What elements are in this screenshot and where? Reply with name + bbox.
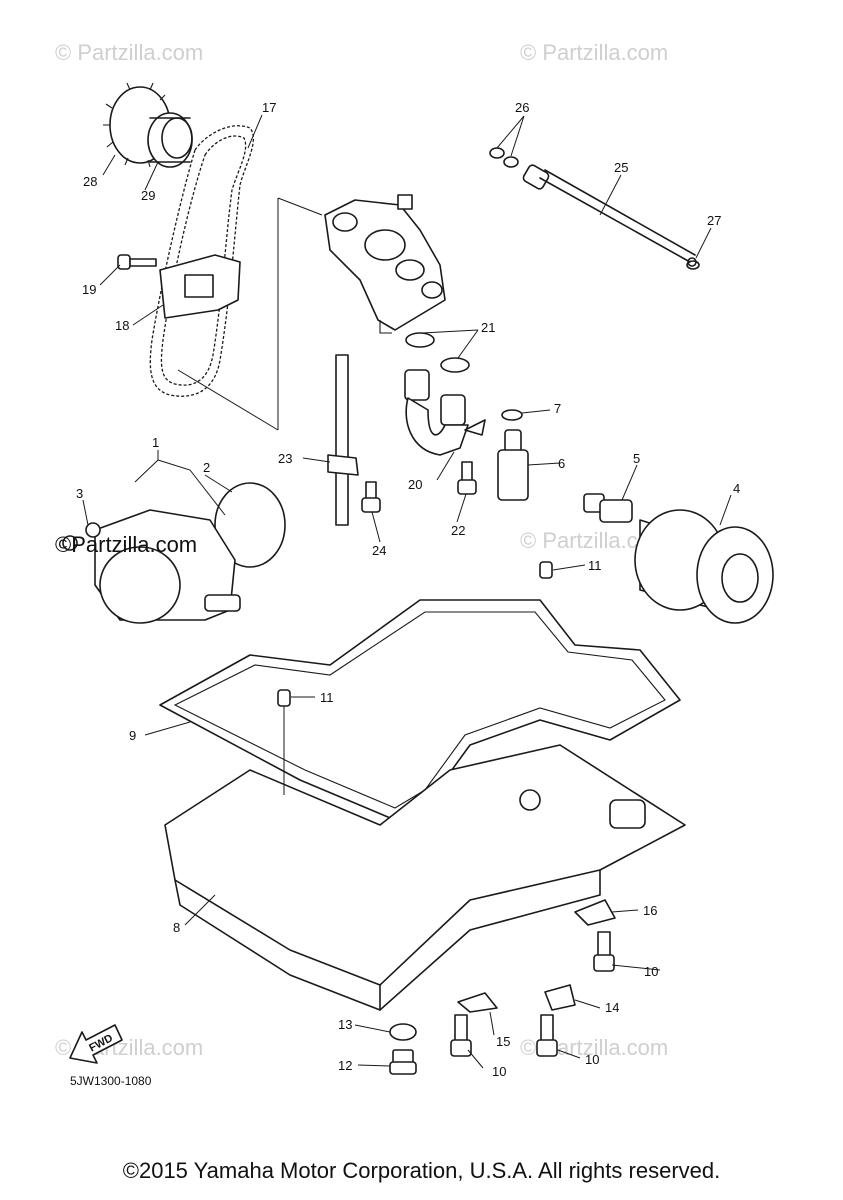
callout-10: 10 [585,1052,599,1067]
part-10-bolt [450,1014,472,1057]
callout-numbers: 1 2 3 4 5 6 7 8 9 10 10 10 11 11 12 13 1… [76,100,740,1079]
callout-28: 28 [83,174,97,189]
callout-12: 12 [338,1058,352,1073]
part-25-shaft [522,164,697,267]
callout-4: 4 [733,481,740,496]
part-27-washer [686,260,700,270]
callout-24: 24 [372,543,386,558]
part-14-clamp [544,984,576,1011]
part-19-bolt [117,254,157,270]
part-26-washers [489,147,519,168]
callout-2: 2 [203,460,210,475]
callout-22: 22 [451,523,465,538]
callout-10: 10 [492,1064,506,1079]
part-29-bearing [147,112,193,168]
callout-21: 21 [481,320,495,335]
callout-23: 23 [278,451,292,466]
part-13-washer [389,1023,417,1041]
callout-16: 16 [643,903,657,918]
callout-8: 8 [173,920,180,935]
callout-9: 9 [129,728,136,743]
part-24-bolt [361,481,381,513]
callout-27: 27 [707,213,721,228]
part-23-strainer [327,354,359,526]
callout-10: 10 [644,964,658,979]
part-3-bolts [62,522,101,551]
part-10-bolt [593,931,615,972]
part-20-oil-pipe [404,369,486,456]
part-11-dowel [539,561,553,579]
part-22-bolt [457,461,477,495]
part-12-drain-bolt [389,1049,417,1075]
callout-7: 7 [554,401,561,416]
callout-20: 20 [408,477,422,492]
callout-5: 5 [633,451,640,466]
callout-3: 3 [76,486,83,501]
callout-29: 29 [141,188,155,203]
callout-13: 13 [338,1017,352,1032]
watermark: © Partzilla.com [520,40,668,65]
copyright-footer: ©2015 Yamaha Motor Corporation, U.S.A. A… [122,1158,721,1183]
callout-1: 1 [152,435,159,450]
callout-11: 11 [320,690,334,705]
part-7-o-ring [501,409,523,421]
callout-18: 18 [115,318,129,333]
part-4-oil-filter [634,509,774,624]
part-16-clamp [574,899,616,926]
callout-26: 26 [515,100,529,115]
callout-6: 6 [558,456,565,471]
callout-14: 14 [605,1000,619,1015]
part-11-dowel [277,689,291,707]
part-15-clamp [457,992,498,1013]
part-10-bolt [536,1014,558,1057]
part-5-union-bolt [583,493,633,523]
callout-19: 19 [82,282,96,297]
callout-17: 17 [262,100,276,115]
callout-25: 25 [614,160,628,175]
diagram-code: 5JW1300-1080 [70,1074,152,1088]
leader-lines [82,114,732,1069]
watermark-dark: ©Partzilla.com [55,532,197,557]
part-2-gasket [214,482,286,568]
part-1-oil-cooler [94,509,241,624]
watermark: © Partzilla.com [55,40,203,65]
part-8-oil-pan [164,744,686,1011]
oil-pump-body [324,194,446,334]
callout-15: 15 [496,1034,510,1049]
part-18-chain-guide [159,254,241,319]
part-21-o-rings [405,332,470,373]
part-6-relief-valve [497,429,529,501]
callout-11: 11 [588,558,602,573]
